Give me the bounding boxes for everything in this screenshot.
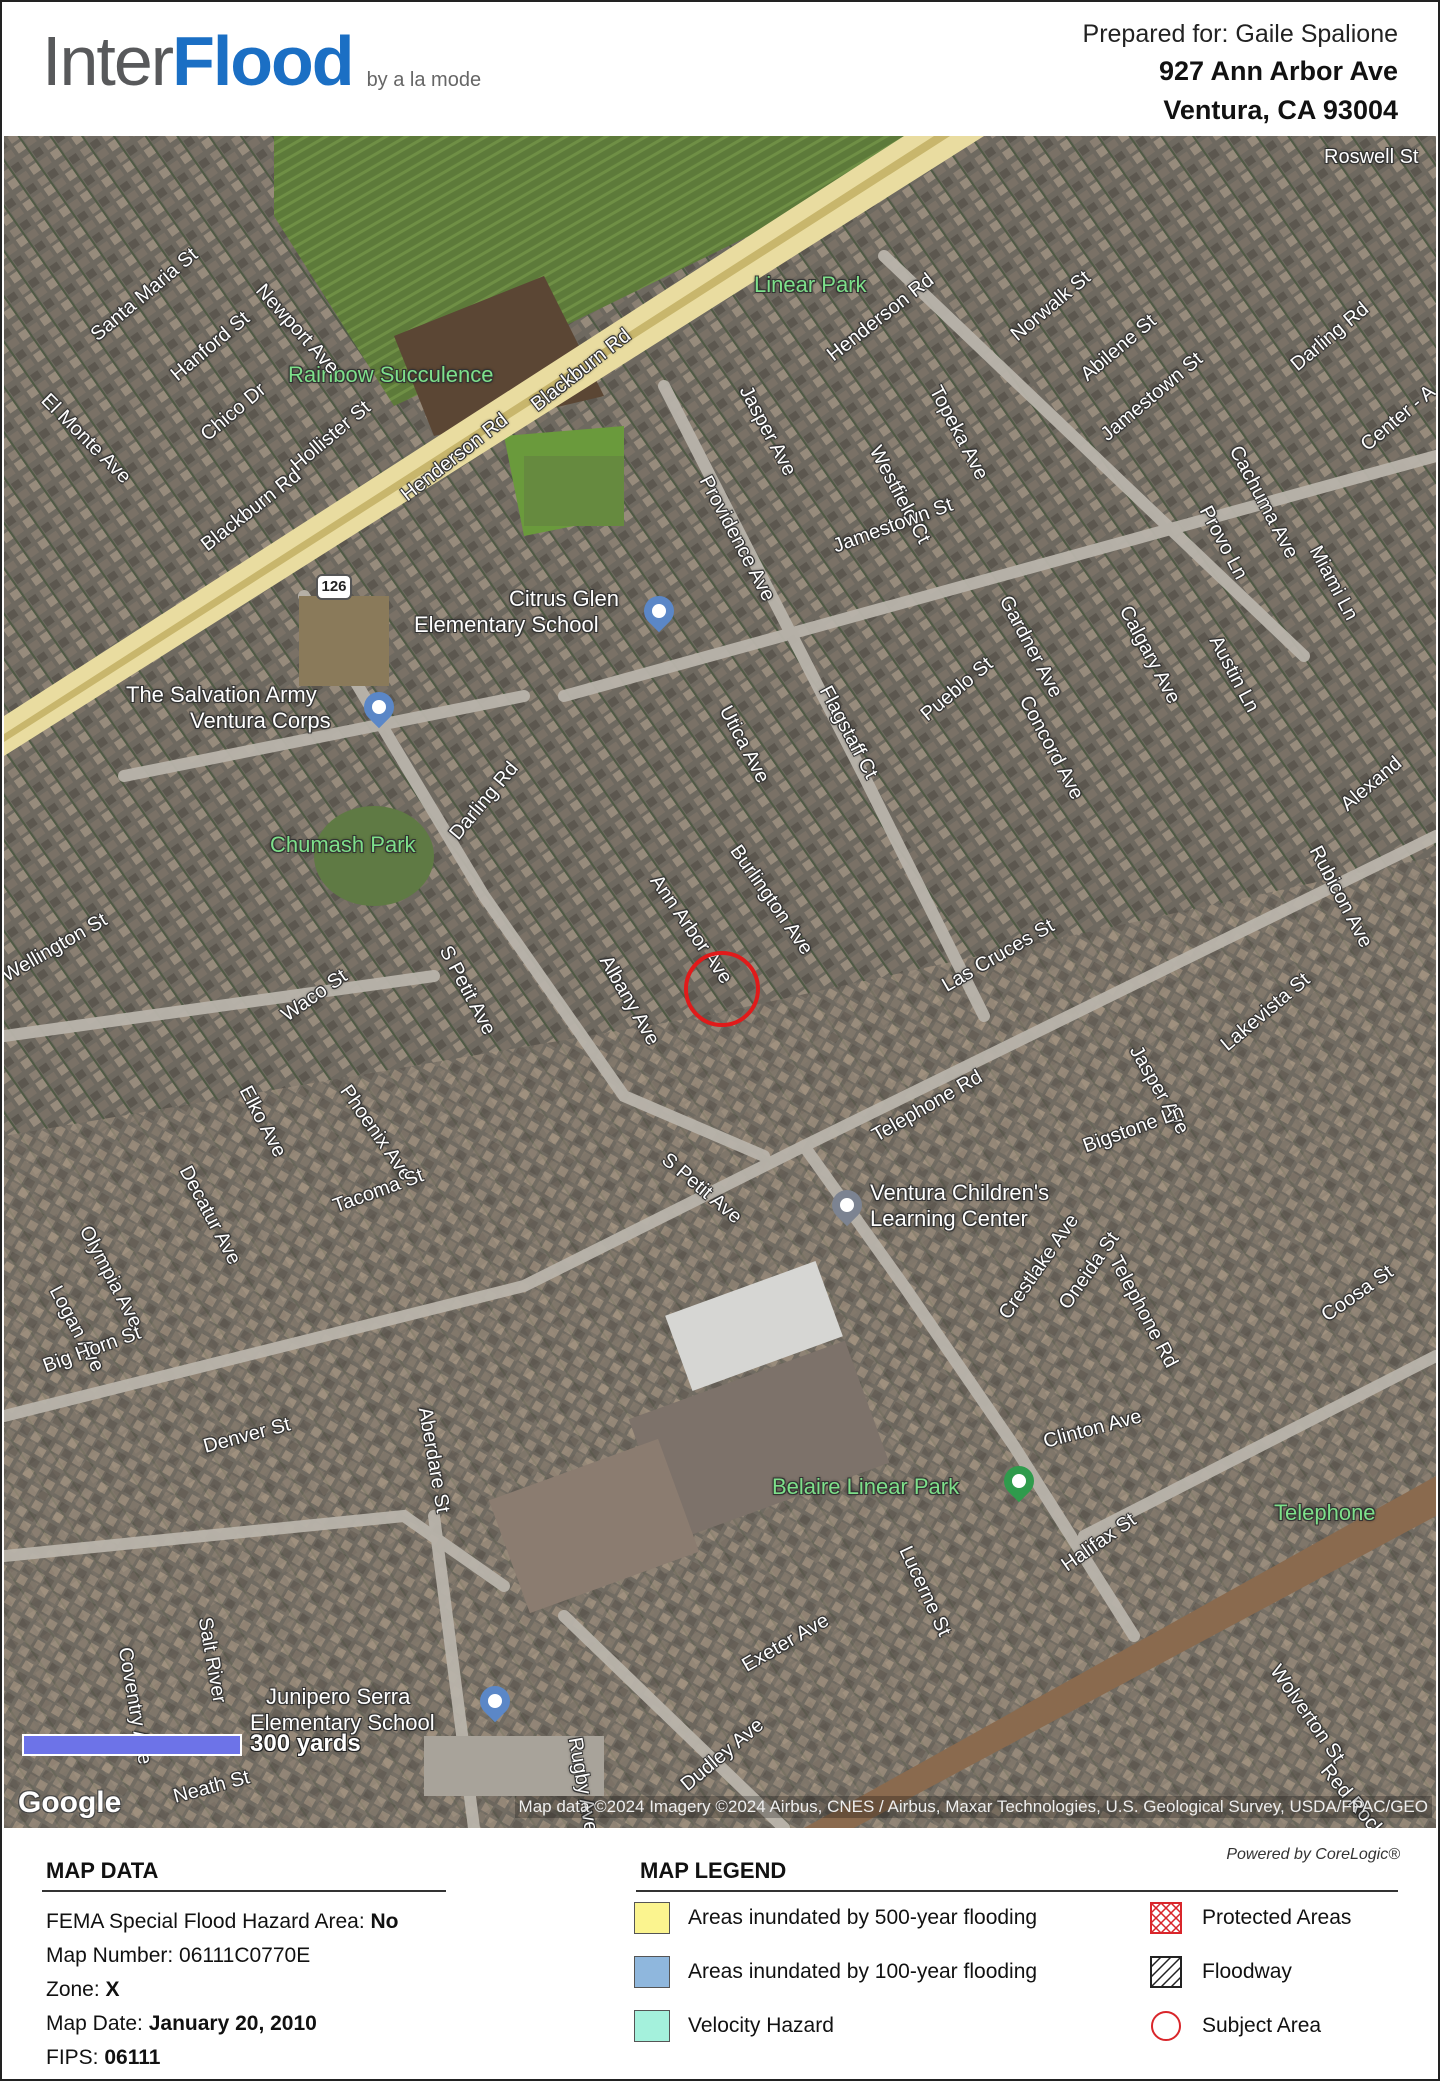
map-number-row: Map Number: 06111C0770E — [46, 1944, 310, 1968]
map-poi-salvation-army: The Salvation Army — [126, 682, 317, 707]
map-poi-chumash-park: Chumash Park — [270, 832, 416, 857]
blue-swatch-icon — [634, 1956, 670, 1988]
legend-floodway-label: Floodway — [1202, 1960, 1292, 1983]
legend-500-year: Areas inundated by 500-year flooding — [634, 1902, 1037, 1934]
crosshatch-red-icon — [1150, 1902, 1182, 1934]
map-poi-junipero-serra: Junipero Serra — [266, 1684, 411, 1709]
prepared-for-text: Prepared for: Gaile Spalione — [1082, 20, 1398, 48]
map-date-label: Map Date: — [46, 2012, 149, 2035]
map-poi-citrus-glen-sub: Elementary School — [414, 612, 599, 637]
sfha-row: FEMA Special Flood Hazard Area: No — [46, 1910, 399, 1934]
legend-protected: Protected Areas — [1148, 1902, 1351, 1934]
map-number-label: Map Number: — [46, 1944, 180, 1967]
sfha-value: No — [370, 1910, 399, 1933]
map-data-title: MAP DATA — [46, 1858, 159, 1883]
subject-property-circle — [684, 951, 760, 1027]
legend-velocity: Velocity Hazard — [634, 2010, 834, 2042]
legend-subject-area: Subject Area — [1148, 2010, 1321, 2042]
map-scale-bar — [22, 1734, 242, 1756]
map-park-label: Linear Park — [754, 272, 867, 297]
zone-value: X — [105, 1978, 120, 2001]
map-poi-ventura-childrens-sub: Learning Center — [870, 1206, 1028, 1231]
map-scale-label: 300 yards — [250, 1730, 361, 1757]
legend-subject-area-label: Subject Area — [1202, 2014, 1322, 2037]
map-poi-ventura-childrens: Ventura Children's — [870, 1180, 1050, 1205]
map-number-value: 06111C0770E — [179, 1944, 311, 1967]
logo-tagline: by a la mode — [366, 69, 482, 91]
red-circle-icon — [1151, 2011, 1181, 2041]
fips-row: FIPS: 06111 — [46, 2046, 160, 2070]
highway-126-shield-icon: 126 — [316, 574, 352, 600]
map-poi-citrus-glen: Citrus Glen — [509, 586, 620, 611]
address-line-1: 927 Ann Arbor Ave — [1158, 56, 1398, 87]
map-date-value: January 20, 2010 — [148, 2012, 317, 2035]
map-date-row: Map Date: January 20, 2010 — [46, 2012, 317, 2036]
google-logo: Google — [18, 1786, 122, 1819]
map-data-divider — [42, 1890, 446, 1892]
interflood-logo: Inter Flood by a la mode — [42, 26, 481, 96]
legend-protected-label: Protected Areas — [1202, 1906, 1352, 1929]
satellite-map[interactable]: Henderson Rd Linear Park Blackburn Rd Ra… — [4, 136, 1436, 1828]
map-legend-title: MAP LEGEND — [640, 1858, 787, 1883]
prepared-for-block: Prepared for: Gaile Spalione 927 Ann Arb… — [1083, 16, 1398, 131]
legend-500-year-label: Areas inundated by 500-year flooding — [688, 1906, 1038, 1929]
sfha-label: FEMA Special Flood Hazard Area: — [46, 1910, 371, 1933]
map-poi-label: Rainbow Succulence — [288, 362, 494, 387]
map-poi-salvation-army-sub: Ventura Corps — [190, 708, 331, 733]
zone-label: Zone: — [46, 1978, 106, 2001]
legend-floodway: Floodway — [1148, 1956, 1292, 1988]
fips-label: FIPS: — [46, 2046, 105, 2069]
report-header: Inter Flood by a la mode Prepared for: G… — [2, 2, 1438, 136]
logo-inter-text: Inter — [42, 22, 174, 100]
map-rail-label: Telephone — [1274, 1500, 1376, 1525]
legend-100-year: Areas inundated by 100-year flooding — [634, 1956, 1037, 1988]
map-legend-divider — [636, 1890, 1398, 1892]
map-road-label: Roswell St — [1324, 146, 1419, 168]
logo-flood-text: Flood — [172, 22, 354, 100]
legend-100-year-label: Areas inundated by 100-year flooding — [688, 1960, 1038, 1983]
teal-swatch-icon — [634, 2010, 670, 2042]
address-line-2: Ventura, CA 93004 — [1163, 95, 1398, 126]
fips-value: 06111 — [104, 2046, 161, 2069]
legend-velocity-label: Velocity Hazard — [688, 2014, 834, 2037]
report-footer: MAP DATA FEMA Special Flood Hazard Area:… — [2, 1828, 1438, 2081]
map-attribution[interactable]: Map data ©2024 Imagery ©2024 Airbus, CNE… — [514, 1796, 1432, 1818]
powered-by-corelogic: Powered by CoreLogic® — [1226, 1846, 1400, 1863]
zone-row: Zone: X — [46, 1978, 120, 2002]
map-poi-belaire-park: Belaire Linear Park — [772, 1474, 960, 1499]
map-poi-junipero-serra-sub: Elementary School — [250, 1710, 435, 1735]
yellow-swatch-icon — [634, 1902, 670, 1934]
diagonal-hatch-icon — [1150, 1956, 1182, 1988]
